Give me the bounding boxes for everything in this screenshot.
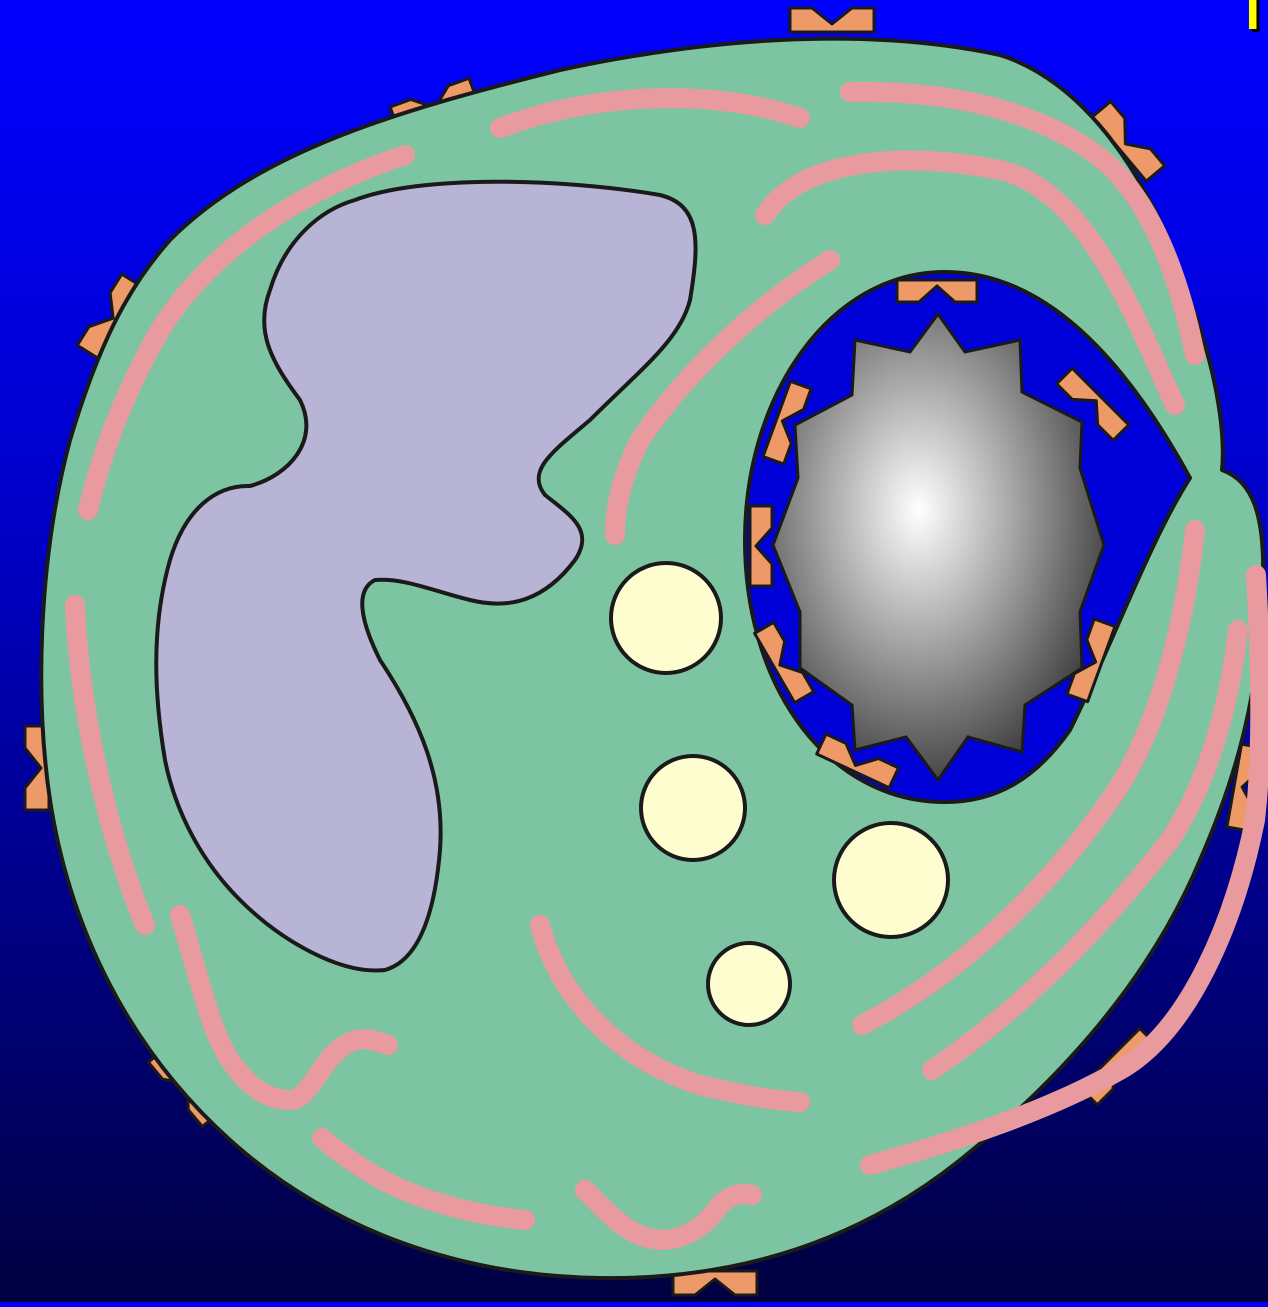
receptor-icon bbox=[790, 8, 874, 32]
granule bbox=[611, 563, 721, 673]
granule bbox=[834, 823, 948, 937]
granule bbox=[641, 756, 745, 860]
corner-label: I bbox=[1246, 0, 1260, 42]
granule bbox=[708, 943, 790, 1025]
